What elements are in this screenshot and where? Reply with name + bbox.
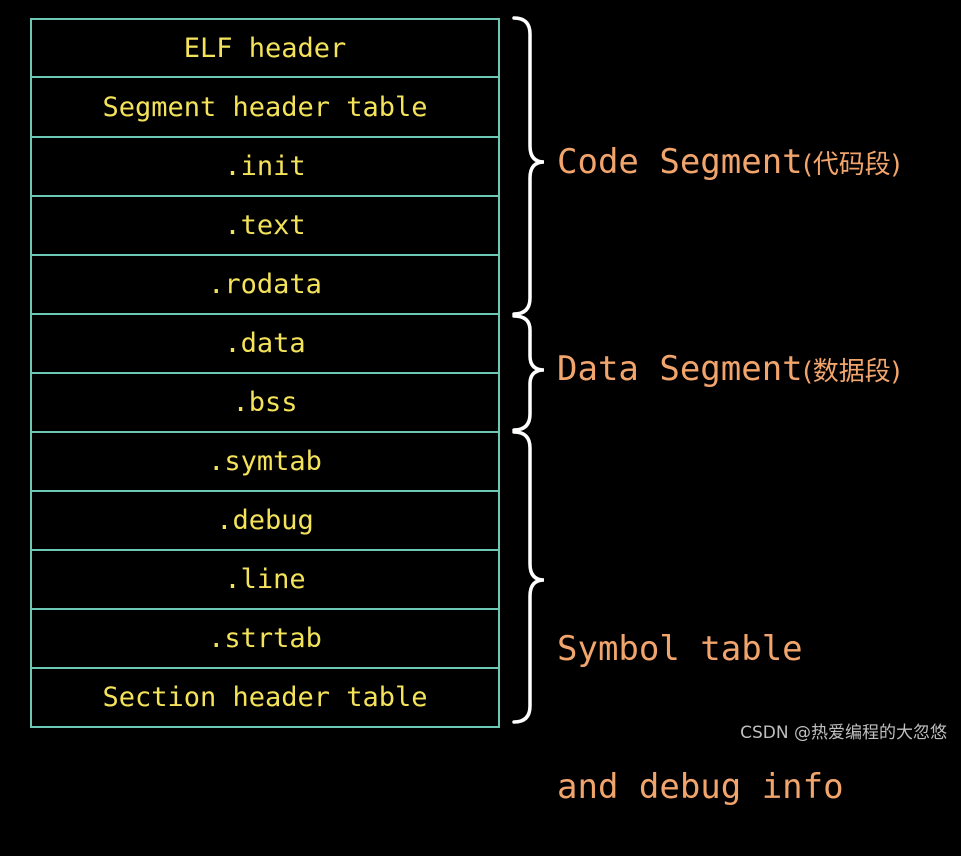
section-rodata: .rodata (32, 256, 498, 315)
symbol-debug-line1: Symbol table (557, 629, 803, 669)
data-segment-name: Data Segment (557, 349, 803, 389)
data-segment-label: Data Segment(数据段) (557, 346, 901, 395)
elf-section-table: ELF header Segment header table .init .t… (30, 18, 500, 728)
grouping-braces (512, 16, 545, 724)
section-bss: .bss (32, 374, 498, 433)
section-text: .text (32, 197, 498, 256)
section-elf-header: ELF header (32, 20, 498, 78)
section-data: .data (32, 315, 498, 374)
data-segment-cn: (数据段) (802, 357, 901, 387)
section-symtab: .symtab (32, 433, 498, 492)
symbol-debug-line2: and debug info (557, 767, 844, 807)
section-section-header-table: Section header table (102, 682, 428, 713)
section-segment-header-table: Segment header table (32, 78, 498, 138)
code-segment-cn: (代码段) (802, 150, 901, 180)
symbol-debug-brace (512, 430, 545, 724)
code-segment-label: Code Segment(代码段) (557, 139, 901, 188)
section-strtab: .strtab (32, 610, 498, 669)
code-segment-brace (512, 16, 545, 316)
section-debug: .debug (32, 492, 498, 551)
section-line: .line (32, 551, 498, 610)
section-init: .init (32, 138, 498, 197)
code-segment-name: Code Segment (557, 142, 803, 182)
data-segment-brace (512, 314, 545, 432)
watermark: CSDN @热爱编程的大忽悠 (740, 723, 947, 743)
symbol-debug-label: Symbol table and debug info (557, 534, 844, 856)
